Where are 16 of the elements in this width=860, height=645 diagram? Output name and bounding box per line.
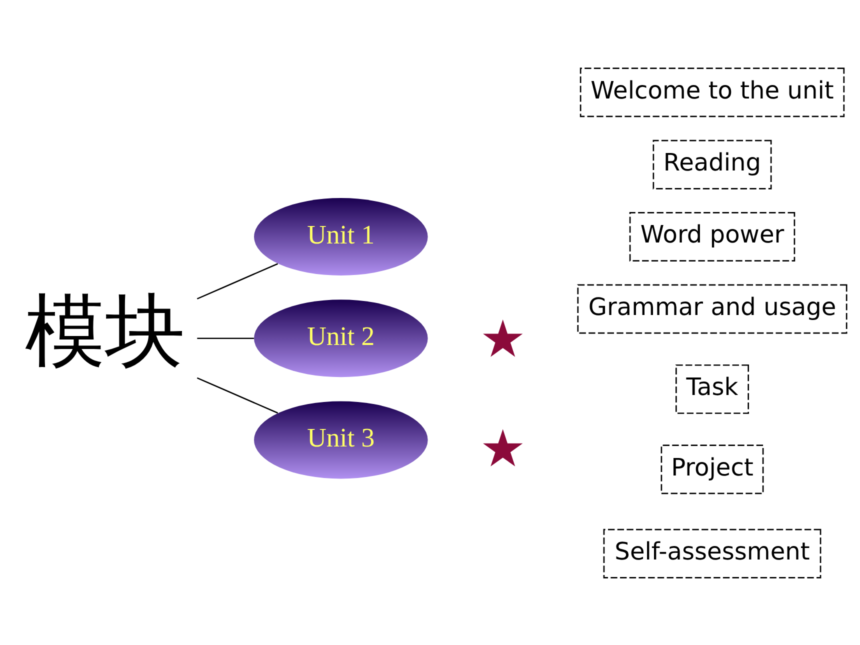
node-star bbox=[483, 428, 523, 466]
node-ellipse: Unit 1 bbox=[254, 198, 428, 276]
node-box: Self-assessment bbox=[603, 528, 822, 578]
node-box: Grammar and usage bbox=[577, 284, 848, 334]
node-ellipse: Unit 3 bbox=[254, 400, 428, 478]
node-star bbox=[483, 319, 523, 356]
node-box: Reading bbox=[652, 139, 772, 189]
connector bbox=[196, 376, 278, 414]
node-box: Task bbox=[676, 364, 750, 414]
connector bbox=[196, 262, 278, 299]
node-box: Project bbox=[660, 444, 764, 494]
node-ellipse: Unit 2 bbox=[254, 299, 428, 377]
node-text: 模块 bbox=[24, 284, 185, 377]
node-box: Welcome to the unit bbox=[580, 67, 845, 117]
node-box: Word power bbox=[629, 212, 796, 261]
connector bbox=[197, 337, 254, 339]
